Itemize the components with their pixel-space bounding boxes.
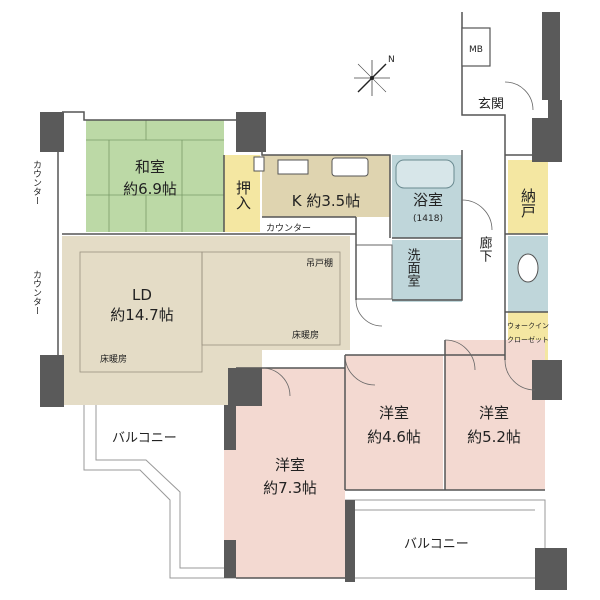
washitsu-name: 和室 bbox=[135, 158, 165, 176]
compass-north-label: N bbox=[388, 55, 395, 65]
fridge-icon bbox=[253, 156, 265, 172]
balcony-bottom-label: バルコニー bbox=[404, 537, 469, 552]
yoshitsu2-name: 洋室 bbox=[379, 404, 409, 422]
yoshitsu2-size: 約4.6帖 bbox=[367, 428, 421, 446]
ld-heating-zone-2 bbox=[201, 251, 341, 346]
bathroom-note: (1418) bbox=[413, 214, 443, 224]
balcony-left-label: バルコニー bbox=[112, 431, 177, 446]
mb-name: MB bbox=[469, 45, 483, 55]
washitsu-floor bbox=[86, 120, 224, 232]
counter-left-bottom-label: カウンター bbox=[31, 270, 42, 315]
yukadanbou-label-1: 床暖房 bbox=[292, 329, 319, 341]
bathtub bbox=[395, 159, 455, 189]
door-arcs bbox=[261, 81, 536, 397]
mb-box bbox=[461, 27, 491, 67]
yoshitsu1-size: 約7.3帖 bbox=[263, 479, 317, 497]
tatami-lines bbox=[86, 120, 224, 232]
ld-floor bbox=[62, 236, 350, 405]
yoshitsu1-floor bbox=[224, 368, 345, 578]
balcony-outlines bbox=[83, 405, 546, 579]
yoshitsu1-name: 洋室 bbox=[275, 456, 305, 474]
walkin-line2: クローゼット bbox=[507, 335, 549, 344]
columns bbox=[40, 12, 567, 590]
nando-name: 納戸 bbox=[519, 188, 537, 218]
senmen-name: 洗面室 bbox=[405, 248, 421, 287]
yoshitsu3-name: 洋室 bbox=[479, 404, 509, 422]
oshiire-name: 押入 bbox=[234, 180, 252, 210]
nando-floor bbox=[508, 160, 548, 234]
rouka-name: 廊下 bbox=[477, 235, 493, 262]
counter-kitchen-label: カウンター bbox=[266, 223, 311, 234]
toilet-icon bbox=[517, 253, 539, 283]
yoshitsu2-floor bbox=[345, 355, 443, 490]
walkin-line1: ウォークイン bbox=[507, 322, 549, 330]
genkan-name: 玄関 bbox=[478, 97, 504, 112]
tsuridana-label: 吊戸棚 bbox=[306, 257, 333, 269]
ld-name: LD bbox=[132, 286, 152, 304]
stove-icon bbox=[277, 159, 309, 175]
washitsu-size: 約6.9帖 bbox=[123, 180, 177, 198]
kitchen-name: K 約3.5帖 bbox=[292, 192, 360, 210]
yoshitsu3-size: 約5.2帖 bbox=[467, 428, 521, 446]
ld-size: 約14.7帖 bbox=[110, 306, 173, 324]
bathroom-name: 浴室 bbox=[413, 191, 443, 209]
sink-icon bbox=[331, 157, 369, 177]
washer-area bbox=[355, 244, 393, 300]
senmen-floor bbox=[392, 240, 462, 302]
counter-left-top-label: カウンター bbox=[31, 160, 42, 205]
yoshitsu3-floor bbox=[445, 340, 545, 490]
yukadanbou-label-2: 床暖房 bbox=[100, 353, 127, 365]
compass-icon bbox=[354, 60, 390, 96]
